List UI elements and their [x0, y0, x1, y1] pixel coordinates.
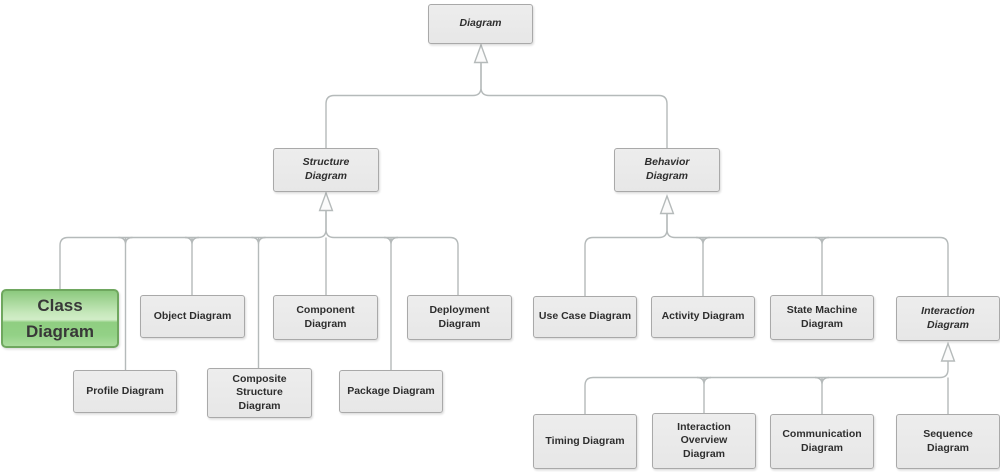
node-deployment-diagram-label: Deployment Diagram — [429, 303, 490, 330]
node-interaction-overview-diagram-label: Interaction Overview Diagram — [677, 420, 731, 460]
node-class-diagram[interactable]: Class Diagram — [1, 289, 119, 348]
edge-structure-left — [59, 210, 327, 289]
edge-interaction-drops — [696, 376, 949, 414]
node-deployment-diagram[interactable]: Deployment Diagram — [407, 295, 512, 340]
node-behavior-diagram[interactable]: Behavior Diagram — [614, 148, 720, 192]
node-timing-diagram[interactable]: Timing Diagram — [533, 414, 637, 469]
node-package-diagram[interactable]: Package Diagram — [339, 370, 443, 413]
generalization-arrow-behavior — [659, 193, 675, 215]
node-structure-diagram[interactable]: Structure Diagram — [273, 148, 379, 192]
node-interaction-diagram-label: Interaction Diagram — [921, 304, 975, 331]
node-diagram-label: Diagram — [459, 17, 502, 30]
edge-diagram-structure — [325, 62, 482, 148]
node-activity-diagram-label: Activity Diagram — [661, 310, 745, 323]
edge-structure-drops — [118, 236, 399, 370]
node-structure-diagram-label: Structure Diagram — [302, 156, 350, 182]
edge-behavior-drops — [695, 236, 830, 296]
node-profile-diagram[interactable]: Profile Diagram — [73, 370, 177, 413]
node-sequence-diagram-label: Sequence Diagram — [923, 427, 973, 454]
generalization-arrow-structure — [318, 190, 334, 212]
node-use-case-diagram-label: Use Case Diagram — [538, 310, 632, 323]
node-use-case-diagram[interactable]: Use Case Diagram — [533, 296, 637, 338]
node-communication-diagram[interactable]: Communication Diagram — [770, 414, 874, 469]
node-package-diagram-label: Package Diagram — [347, 384, 435, 397]
edge-structure-right — [325, 210, 459, 295]
node-behavior-diagram-label: Behavior Diagram — [644, 156, 690, 182]
generalization-arrow-diagram — [473, 42, 489, 64]
generalization-arrow-interaction — [940, 341, 956, 362]
node-class-diagram-label: Class Diagram — [25, 296, 95, 341]
node-object-diagram-label: Object Diagram — [153, 309, 232, 322]
node-sequence-diagram[interactable]: Sequence Diagram — [896, 414, 1000, 469]
node-interaction-overview-diagram[interactable]: Interaction Overview Diagram — [652, 413, 756, 469]
node-component-diagram-label: Component Diagram — [296, 303, 355, 330]
node-activity-diagram[interactable]: Activity Diagram — [651, 296, 755, 338]
node-timing-diagram-label: Timing Diagram — [545, 434, 625, 447]
edge-diagram-behavior — [480, 62, 668, 148]
node-profile-diagram-label: Profile Diagram — [86, 384, 164, 397]
node-composite-structure-diagram[interactable]: Composite Structure Diagram — [207, 368, 312, 418]
node-object-diagram[interactable]: Object Diagram — [140, 295, 245, 338]
node-interaction-diagram[interactable]: Interaction Diagram — [896, 296, 1000, 341]
node-state-machine-diagram-label: State Machine Diagram — [786, 303, 858, 330]
node-diagram[interactable]: Diagram — [428, 4, 533, 44]
node-component-diagram[interactable]: Component Diagram — [273, 295, 378, 340]
edge-behavior-right — [666, 213, 949, 296]
edge-behavior-left — [584, 213, 668, 296]
edge-interaction-main — [584, 361, 949, 414]
node-composite-structure-diagram-label: Composite Structure Diagram — [232, 372, 287, 412]
node-state-machine-diagram[interactable]: State Machine Diagram — [770, 295, 874, 340]
node-communication-diagram-label: Communication Diagram — [782, 427, 862, 454]
